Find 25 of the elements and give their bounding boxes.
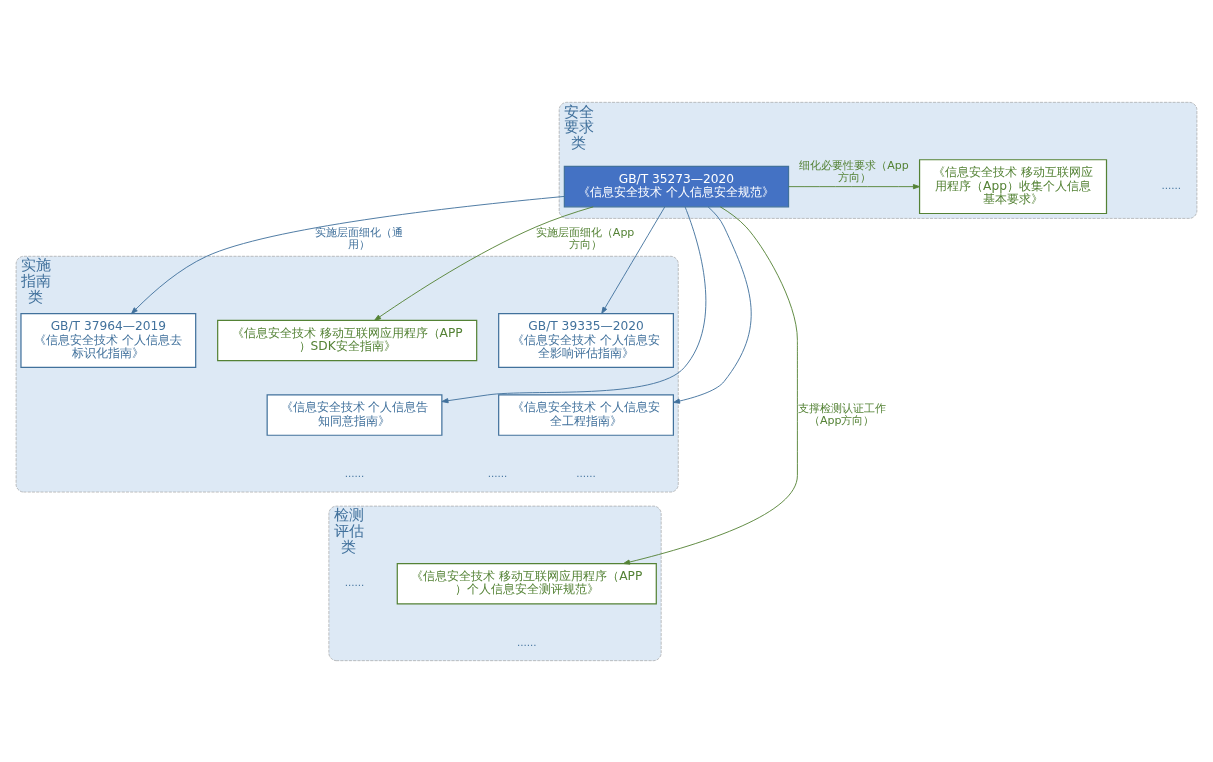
arrow <box>623 205 798 565</box>
node-box: GB/T 35273—2020 《信息安全技术 个人信息安全规范》 <box>563 165 790 207</box>
label: …… <box>576 467 596 479</box>
node-box: 《信息安全技术 个人信息安全工程指南》 <box>498 393 674 436</box>
label: …… <box>344 576 365 588</box>
edge-label: 实施层面细化（App方向） <box>535 225 635 251</box>
arrow <box>131 195 565 314</box>
arrow <box>673 205 752 404</box>
node-box: 《信息安全技术 移动互联网应用程序（App）收集个人信息基本要求》 <box>918 158 1108 214</box>
arrow <box>788 183 920 189</box>
arrow <box>441 205 707 403</box>
label: …… <box>517 636 537 648</box>
arrow <box>601 205 666 314</box>
node-box: 《信息安全技术 移动互联网应用程序（APP）SDK安全指南》 <box>217 319 478 361</box>
edge-label: 实施层面细化（通用） <box>315 225 404 251</box>
label: …… <box>487 467 508 479</box>
label: …… <box>344 467 365 479</box>
node-box: 《信息安全技术 个人信息告知同意指南》 <box>266 393 443 436</box>
node-box: GB/T 39335—2020 《信息安全技术 个人信息安全影响评估指南》 <box>498 312 674 368</box>
node-box: GB/T 37964—2019 《信息安全技术 个人信息去标识化指南》 <box>20 312 197 368</box>
edge-label: 支撑检测认证工作（App方向） <box>797 401 886 427</box>
node-box: 《信息安全技术 移动互联网应用程序（APP）个人信息安全测评规范》 <box>396 562 657 604</box>
edge-label: 细化必要性要求（App方向） <box>799 158 909 184</box>
label: …… <box>1161 179 1182 191</box>
arrow <box>374 205 594 321</box>
